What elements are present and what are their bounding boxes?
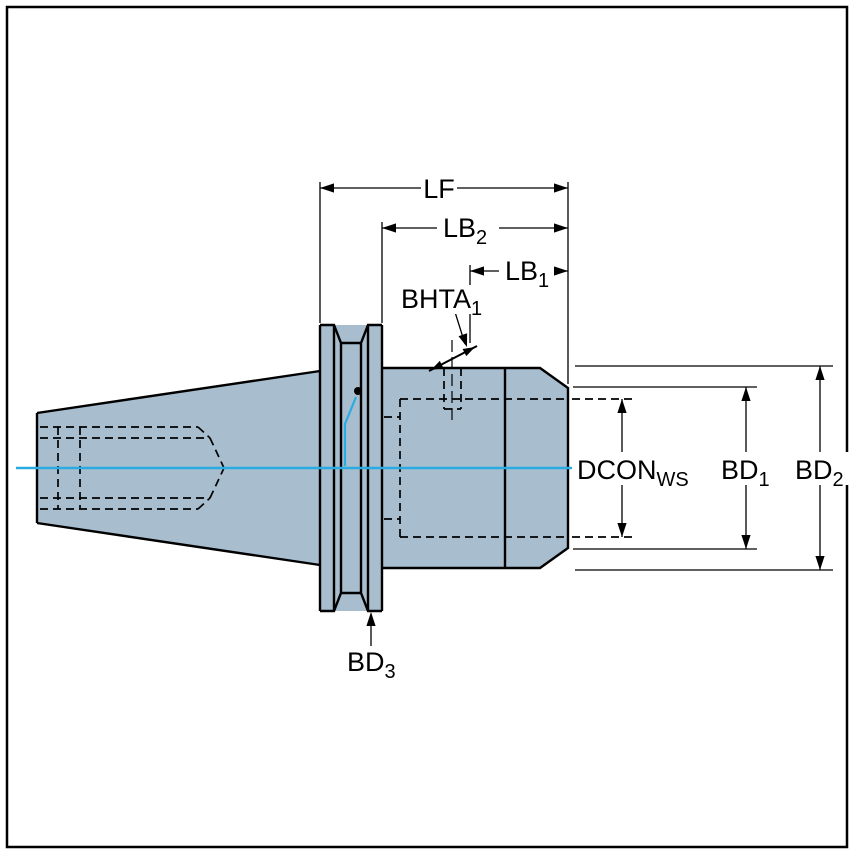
arrow-lb2-right bbox=[554, 223, 568, 233]
arrow-bhta1-angle-right bbox=[462, 347, 475, 357]
arrow-bd3 bbox=[366, 612, 376, 626]
dimension-arrowheads bbox=[320, 183, 825, 626]
set-screw-hole-hidden bbox=[443, 368, 462, 410]
label-bg-bd1 bbox=[716, 452, 778, 485]
hidden-detail-lines bbox=[40, 340, 634, 538]
arrow-bd2-top bbox=[815, 366, 825, 380]
arrow-bd1-bottom bbox=[741, 535, 751, 549]
extension-lines-bd2 bbox=[575, 365, 833, 571]
arrow-lb2-left bbox=[382, 223, 396, 233]
arrow-lb1-left bbox=[470, 266, 484, 276]
arrow-bhta1-angle-left bbox=[431, 360, 444, 370]
arrow-bd1-top bbox=[741, 387, 751, 401]
dim-label-lf: LF bbox=[423, 174, 455, 204]
coolant-channel-line bbox=[343, 396, 358, 466]
arrow-bhta1-leader bbox=[458, 333, 468, 347]
arrow-dcon-bottom bbox=[617, 523, 627, 537]
dim-label-bhta1: BHTA1 bbox=[401, 284, 482, 320]
bore-extension-hidden bbox=[572, 398, 634, 538]
flange-orientation-dot bbox=[354, 387, 362, 395]
arrow-dcon-top bbox=[617, 399, 627, 413]
label-backgrounds bbox=[396, 173, 852, 485]
dim-label-bd3: BD3 bbox=[347, 647, 396, 683]
extension-lines-bd1 bbox=[573, 386, 757, 550]
label-bg-lf bbox=[421, 173, 457, 202]
extension-lines bbox=[319, 182, 833, 571]
label-bg-bhta1 bbox=[396, 285, 496, 314]
label-bg-lb1 bbox=[499, 256, 557, 285]
arrow-lf-right bbox=[554, 183, 568, 193]
arrow-bd2-bottom bbox=[815, 556, 825, 570]
dim-label-bd1: BD1 bbox=[721, 455, 770, 491]
dim-label-lb1: LB1 bbox=[505, 256, 549, 292]
dim-label-lb2: LB2 bbox=[443, 213, 487, 249]
arrow-lf-left bbox=[320, 183, 334, 193]
dimension-labels: LF LB2 LB1 BHTA1 DCONWS BD1 BD2 BD3 bbox=[347, 174, 844, 683]
arrow-lb1-right bbox=[554, 266, 568, 276]
dim-label-dcon-ws: DCONWS bbox=[577, 455, 689, 491]
label-bg-bd2 bbox=[790, 452, 852, 485]
label-bg-lb2 bbox=[437, 213, 499, 242]
label-bg-dcon bbox=[572, 452, 678, 485]
dim-label-bd2: BD2 bbox=[795, 455, 844, 491]
